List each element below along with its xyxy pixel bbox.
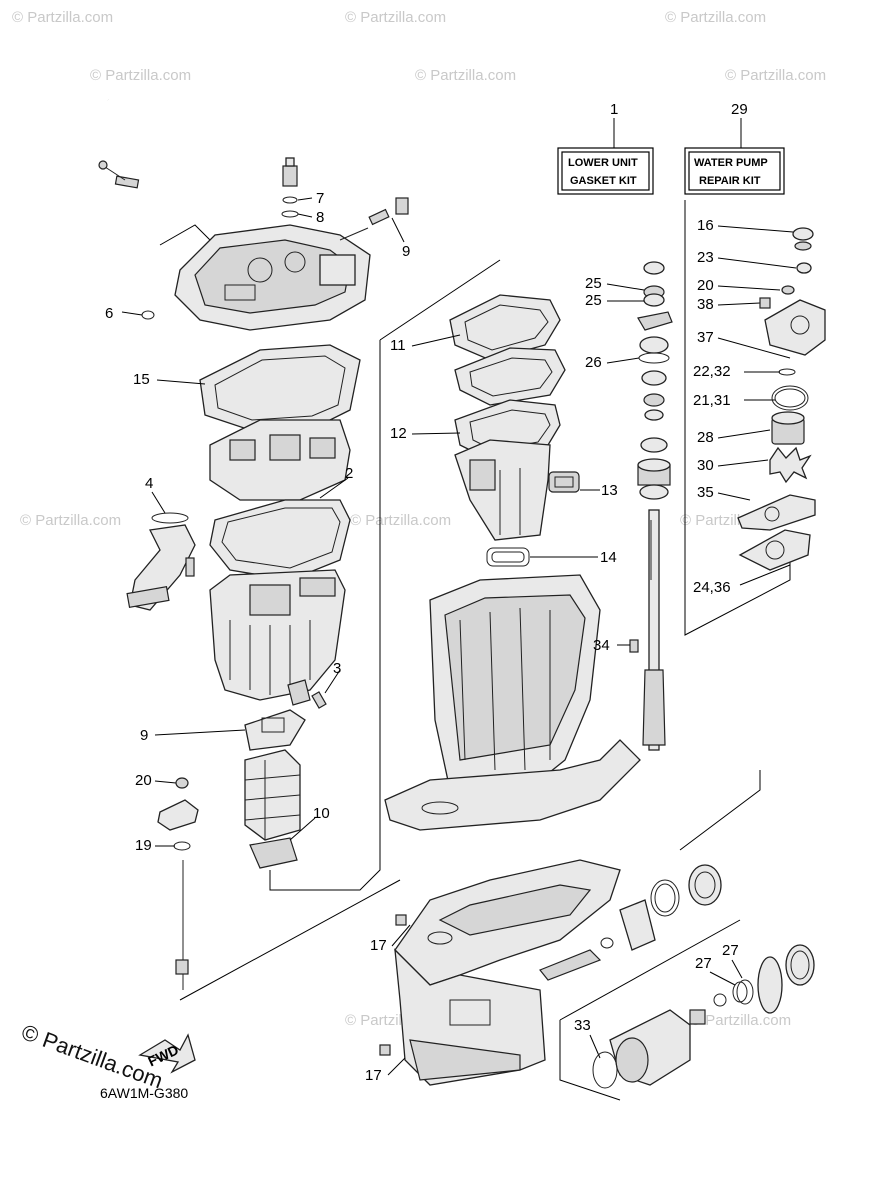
shift-rod-assembly: 20 19 (135, 772, 199, 990)
callout-29: 29 (731, 101, 748, 118)
water-pump-repair-kit: 29 WATER PUMP REPAIR KIT (684, 101, 785, 195)
callout-19: 20 (135, 772, 152, 789)
callout-5: 6 (105, 305, 113, 322)
grouping-lines (159, 200, 791, 1101)
callout-13: 13 (601, 482, 618, 499)
water-pump-assembly: 16 23 20 38 37 22,32 21,31 28 30 35 (693, 217, 826, 596)
propeller-shaft-gears: 27 27 33 (539, 864, 815, 1089)
figure-code: 6AW1M-G380 (100, 1085, 188, 1101)
callout-10: 10 (313, 805, 330, 822)
watermark-text: © Partzilla.com (665, 9, 766, 26)
callout-22-32: 22,32 (693, 363, 731, 380)
callout-24-36: 24,36 (693, 579, 731, 596)
callout-8: 9 (402, 243, 410, 260)
upper-casing-top: 7 8 9 (174, 157, 410, 331)
callout-27: 27 (722, 942, 739, 959)
callout-17: 17 (365, 1067, 382, 1084)
watermark-text: © Partzilla.com (690, 1012, 791, 1029)
kit-label-line1: WATER PUMP (694, 157, 768, 169)
oil-pan: 3 (209, 569, 346, 709)
callout-16: 16 (697, 217, 714, 234)
forward-direction-indicator: FWD (138, 1033, 196, 1074)
callout-34: 34 (593, 637, 610, 654)
watermark-text: © Partzilla.com (345, 9, 446, 26)
part-9-gasket: 9 (140, 709, 306, 751)
watermark-text: © Partzilla.com (350, 512, 451, 529)
callout-11: 11 (390, 337, 406, 354)
kit-label-line2: REPAIR KIT (699, 175, 761, 187)
kit-label-line2: GASKET KIT (570, 175, 637, 187)
callout-28: 33 (574, 1017, 591, 1034)
kit-label-line1: LOWER UNIT (568, 157, 638, 169)
part-14-seal: 14 (486, 547, 617, 567)
part-5-tube: 6 (98, 99, 155, 322)
exhaust-muffler: 10 (244, 749, 330, 869)
watermark-text: © Partzilla.com (415, 67, 516, 84)
part-13-seal: 13 (548, 471, 618, 499)
callout-2: 2 (345, 465, 353, 482)
part-2-gasket: 2 (209, 465, 353, 581)
callout-9: 9 (140, 727, 148, 744)
callout-1: 1 (610, 101, 618, 118)
callout-37: 37 (697, 329, 714, 346)
callout-21-31: 21,31 (693, 392, 731, 409)
callout-15: 15 (133, 371, 150, 388)
exhaust-guide (209, 419, 351, 501)
callout-14: 14 (600, 549, 617, 566)
callout-6: 7 (316, 190, 324, 207)
callout-33: 30 (697, 457, 714, 474)
watermark-text: © Partzilla.com (90, 67, 191, 84)
callout-23: 23 (697, 249, 714, 266)
callout-25: 25 (585, 292, 602, 309)
callout-25: 25 (585, 275, 602, 292)
callout-4: 4 (145, 475, 153, 492)
callout-27: 27 (695, 955, 712, 972)
watermark-text: © Partzilla.com (20, 512, 121, 529)
exhaust-housing (454, 439, 551, 541)
part-4-seal: 4 (126, 475, 196, 611)
callout-30: 28 (697, 429, 714, 446)
lower-unit-gasket-kit: 1 LOWER UNIT GASKET KIT (557, 101, 654, 195)
callout-26: 26 (585, 354, 602, 371)
callout-18: 19 (135, 837, 152, 854)
upper-case (384, 574, 641, 831)
callout-20: 20 (697, 277, 714, 294)
callout-7: 8 (316, 209, 324, 226)
part-11-gasket: 11 (390, 294, 566, 406)
callout-38: 38 (697, 296, 714, 313)
drive-shaft-column: 25 25 26 34 (585, 261, 673, 751)
callout-17: 17 (370, 937, 387, 954)
part-15-gasket: 15 (133, 344, 361, 431)
callout-12: 12 (390, 425, 407, 442)
lower-gearcase: 17 17 (365, 859, 621, 1086)
callout-3: 3 (333, 660, 341, 677)
watermark-text: © Partzilla.com (12, 9, 113, 26)
watermark-text: © Partzilla.com (725, 67, 826, 84)
callout-35: 35 (697, 484, 714, 501)
